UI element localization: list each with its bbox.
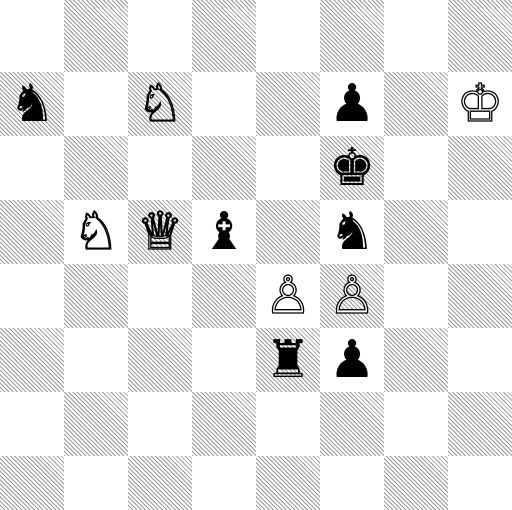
square-a4[interactable] <box>0 264 64 328</box>
square-c6[interactable] <box>128 136 192 200</box>
black-bishop-icon[interactable]: ♝ <box>201 206 248 258</box>
square-d7[interactable] <box>192 72 256 136</box>
square-h5[interactable] <box>448 200 512 264</box>
square-f7[interactable]: ♟ <box>320 72 384 136</box>
square-g2[interactable] <box>384 392 448 456</box>
square-top-edge-a <box>0 0 64 8</box>
square-h7[interactable]: ♔ <box>448 72 512 136</box>
square-h6[interactable] <box>448 136 512 200</box>
square-d4[interactable] <box>192 264 256 328</box>
black-knight-icon[interactable]: ♞ <box>9 78 56 130</box>
square-g8[interactable] <box>384 8 448 72</box>
square-e7[interactable] <box>256 72 320 136</box>
square-d3[interactable] <box>192 328 256 392</box>
square-d2[interactable] <box>192 392 256 456</box>
square-top-edge-f <box>320 0 384 8</box>
square-b6[interactable] <box>64 136 128 200</box>
square-d8[interactable] <box>192 8 256 72</box>
white-king-icon[interactable]: ♔ <box>457 78 504 130</box>
square-top-edge-e <box>256 0 320 8</box>
square-f4[interactable]: ♙ <box>320 264 384 328</box>
square-e6[interactable] <box>256 136 320 200</box>
black-pawn-icon[interactable]: ♟ <box>329 334 376 386</box>
square-e1[interactable] <box>256 456 320 510</box>
white-knight-icon[interactable]: ♘ <box>137 78 184 130</box>
white-knight-icon[interactable]: ♘ <box>73 206 120 258</box>
square-f1[interactable] <box>320 456 384 510</box>
square-b5[interactable]: ♘ <box>64 200 128 264</box>
square-h2[interactable] <box>448 392 512 456</box>
square-e8[interactable] <box>256 8 320 72</box>
square-top-edge-c <box>128 0 192 8</box>
white-pawn-icon[interactable]: ♙ <box>329 270 376 322</box>
square-g7[interactable] <box>384 72 448 136</box>
square-f8[interactable] <box>320 8 384 72</box>
white-queen-icon[interactable]: ♕ <box>137 206 184 258</box>
square-f5[interactable]: ♞ <box>320 200 384 264</box>
square-a1[interactable] <box>0 456 64 510</box>
square-c2[interactable] <box>128 392 192 456</box>
square-e4[interactable]: ♙ <box>256 264 320 328</box>
square-a8[interactable] <box>0 8 64 72</box>
square-c1[interactable] <box>128 456 192 510</box>
square-a2[interactable] <box>0 392 64 456</box>
square-a3[interactable] <box>0 328 64 392</box>
square-e3[interactable]: ♜ <box>256 328 320 392</box>
square-b8[interactable] <box>64 8 128 72</box>
square-g3[interactable] <box>384 328 448 392</box>
square-h8[interactable] <box>448 8 512 72</box>
square-c7[interactable]: ♘ <box>128 72 192 136</box>
square-h1[interactable] <box>448 456 512 510</box>
square-f2[interactable] <box>320 392 384 456</box>
square-b3[interactable] <box>64 328 128 392</box>
square-c3[interactable] <box>128 328 192 392</box>
square-b2[interactable] <box>64 392 128 456</box>
square-e5[interactable] <box>256 200 320 264</box>
square-g6[interactable] <box>384 136 448 200</box>
square-top-edge-b <box>64 0 128 8</box>
square-d5[interactable]: ♝ <box>192 200 256 264</box>
square-b7[interactable] <box>64 72 128 136</box>
square-a5[interactable] <box>0 200 64 264</box>
black-king-icon[interactable]: ♚ <box>329 142 376 194</box>
square-top-edge-d <box>192 0 256 8</box>
square-f3[interactable]: ♟ <box>320 328 384 392</box>
white-pawn-icon[interactable]: ♙ <box>265 270 312 322</box>
black-rook-icon[interactable]: ♜ <box>265 334 312 386</box>
square-h3[interactable] <box>448 328 512 392</box>
square-d1[interactable] <box>192 456 256 510</box>
square-c8[interactable] <box>128 8 192 72</box>
square-top-edge-h <box>448 0 512 8</box>
square-top-edge-g <box>384 0 448 8</box>
square-h4[interactable] <box>448 264 512 328</box>
square-b1[interactable] <box>64 456 128 510</box>
square-g5[interactable] <box>384 200 448 264</box>
square-c5[interactable]: ♕ <box>128 200 192 264</box>
square-a6[interactable] <box>0 136 64 200</box>
square-a7[interactable]: ♞ <box>0 72 64 136</box>
black-knight-icon[interactable]: ♞ <box>329 206 376 258</box>
square-g4[interactable] <box>384 264 448 328</box>
square-d6[interactable] <box>192 136 256 200</box>
square-g1[interactable] <box>384 456 448 510</box>
square-b4[interactable] <box>64 264 128 328</box>
black-pawn-icon[interactable]: ♟ <box>329 78 376 130</box>
square-f6[interactable]: ♚ <box>320 136 384 200</box>
square-e2[interactable] <box>256 392 320 456</box>
square-c4[interactable] <box>128 264 192 328</box>
